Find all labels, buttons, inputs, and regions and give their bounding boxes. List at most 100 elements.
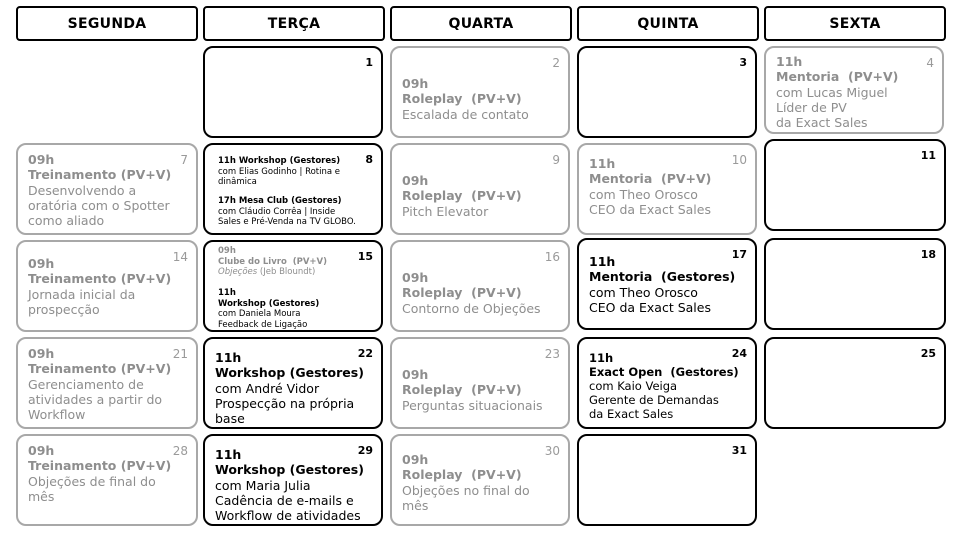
event-title: Mentoria	[589, 269, 653, 285]
event-line: como aliado	[28, 213, 105, 228]
event-line: com Daniela Moura	[218, 309, 301, 320]
event-title: Roleplay	[402, 382, 463, 398]
event-tag: (PV+V)	[660, 171, 712, 187]
event-time: 11h	[776, 54, 803, 69]
day-cell-15[interactable]: 15 09h Clube do Livro (PV+V) Objeções (J…	[203, 240, 383, 332]
day-cell-8[interactable]: 8 11h Workshop (Gestores) com Elias Godi…	[203, 143, 383, 235]
event-line: Prospecção na própria	[215, 395, 355, 411]
day-cell-21[interactable]: 21 09h Treinamento (PV+V) Gerenciamento …	[16, 337, 198, 429]
day-number: 1	[365, 56, 373, 69]
event-line: com Theo Orosco	[589, 186, 698, 202]
event-line: Gerente de Demandas	[589, 393, 719, 408]
event-line: com Lucas Miguel	[776, 84, 888, 100]
day-number: 28	[172, 444, 188, 458]
event-book-author: (Jeb Bloundt)	[257, 267, 316, 278]
event-title: Treinamento	[28, 271, 117, 287]
event-book-club: 09h Clube do Livro (PV+V) Objeções (Jeb …	[218, 246, 371, 278]
day-number: 15	[357, 250, 373, 263]
event-title: 11h Workshop (Gestores)	[218, 156, 341, 166]
event-line: atividades a partir do	[28, 391, 163, 407]
event-tag: (PV+V)	[120, 271, 172, 287]
event: 09h Roleplay (PV+V) Contorno de Objeções	[402, 270, 558, 316]
event-line: prospecção	[28, 301, 100, 317]
event-title: Mentoria	[589, 171, 653, 187]
day-cell-16[interactable]: 16 09h Roleplay (PV+V) Contorno de Objeç…	[390, 240, 570, 332]
event-line: Perguntas situacionais	[402, 397, 543, 413]
day-cell-11[interactable]: 11	[764, 139, 946, 231]
event-time: 11h	[589, 254, 616, 269]
event-line: com Theo Orosco	[589, 284, 698, 300]
event-tag: (PV+V)	[292, 256, 327, 267]
day-cell-7[interactable]: 7 09h Treinamento (PV+V) Desenvolvendo a…	[16, 143, 198, 235]
event-title: Treinamento	[28, 167, 117, 183]
event: 09h Roleplay (PV+V) Pitch Elevator	[402, 173, 558, 219]
event: 11h Mentoria (PV+V) com Lucas Miguel Líd…	[776, 54, 932, 130]
day-number: 30	[544, 444, 560, 458]
day-cell-24[interactable]: 24 11h Exact Open (Gestores) com Kaio Ve…	[577, 337, 757, 429]
event-title: Roleplay	[402, 91, 463, 107]
day-number: 8	[365, 153, 373, 166]
day-cell-4[interactable]: 4 11h Mentoria (PV+V) com Lucas Miguel L…	[764, 46, 944, 134]
event-time: 09h	[28, 256, 55, 271]
day-cell-14[interactable]: 14 09h Treinamento (PV+V) Jornada inicia…	[16, 240, 198, 332]
event-title: Roleplay	[402, 188, 463, 204]
day-number: 23	[544, 347, 560, 361]
header-sexta: SEXTA	[764, 6, 946, 41]
event-title: Workshop	[215, 365, 286, 381]
day-number: 4	[926, 56, 934, 70]
day-number: 14	[172, 250, 188, 264]
event-title: Clube do Livro	[218, 256, 287, 267]
day-cell-30[interactable]: 30 09h Roleplay (PV+V) Objeções no final…	[390, 434, 570, 526]
event-book-title: Objeções	[218, 267, 258, 278]
event-title: 17h Mesa Club (Gestores)	[218, 195, 342, 206]
event-line: Sales e Pré-Venda na TV GLOBO.	[218, 217, 356, 228]
event-title: Mentoria	[776, 69, 840, 85]
header-quarta: QUARTA	[390, 6, 572, 41]
event-line: CEO da Exact Sales	[589, 299, 711, 315]
event-time: 09h	[28, 443, 55, 458]
day-cell-9[interactable]: 9 09h Roleplay (PV+V) Pitch Elevator	[390, 143, 570, 235]
day-cell-10[interactable]: 10 11h Mentoria (PV+V) com Theo Orosco C…	[577, 143, 757, 235]
event: 11h Mentoria (PV+V) com Theo Orosco CEO …	[589, 156, 745, 217]
day-cell-3[interactable]: 3	[577, 46, 757, 138]
day-cell-23[interactable]: 23 09h Roleplay (PV+V) Perguntas situaci…	[390, 337, 570, 429]
event: 09h Roleplay (PV+V) Objeções no final do…	[402, 452, 558, 513]
day-cell-18[interactable]: 18	[764, 238, 946, 330]
day-cell-31[interactable]: 31	[577, 434, 757, 526]
event-line: com Elias Godinho | Rotina e	[218, 166, 341, 177]
event-line: com André Vidor	[215, 380, 320, 396]
event: 09h Treinamento (PV+V) Gerenciamento de …	[28, 346, 186, 422]
event: 09h Roleplay (PV+V) Perguntas situaciona…	[402, 367, 558, 413]
day-cell-17[interactable]: 17 11h Mentoria (Gestores) com Theo Oros…	[577, 238, 757, 330]
event-tag: (PV+V)	[847, 69, 899, 85]
event-time: 09h	[28, 152, 55, 167]
day-cell-28[interactable]: 28 09h Treinamento (PV+V) Objeções de fi…	[16, 434, 198, 526]
day-cell-29[interactable]: 29 11h Workshop (Gestores) com Maria Jul…	[203, 434, 383, 526]
event: 11h Workshop (Gestores) com Maria Julia …	[215, 447, 371, 523]
event-tag: (PV+V)	[120, 458, 172, 474]
event-time: 09h	[402, 367, 429, 382]
event-line: Objeções de final do	[28, 473, 156, 489]
day-number: 18	[920, 248, 936, 261]
event-tag: (Gestores)	[289, 462, 364, 478]
day-cell-1[interactable]: 1	[203, 46, 383, 138]
day-number: 29	[357, 444, 373, 457]
event-line: mês	[28, 488, 55, 504]
event-line: Cadência de e-mails e	[215, 492, 354, 508]
event: 09h Treinamento (PV+V) Objeções de final…	[28, 443, 186, 504]
event-tag: (PV+V)	[120, 167, 172, 183]
event-time: 09h	[402, 76, 429, 91]
event-line: dinâmica	[218, 177, 257, 188]
header-quinta: QUINTA	[577, 6, 759, 41]
event-line: da Exact Sales	[589, 407, 674, 422]
day-number: 10	[731, 153, 747, 167]
event-time: 11h	[215, 350, 242, 365]
day-number: 17	[731, 248, 747, 261]
event-tag: (PV+V)	[471, 467, 522, 483]
day-cell-2[interactable]: 2 09h Roleplay (PV+V) Escalada de contat…	[390, 46, 570, 138]
event: 11h Workshop (Gestores) com Elias Godinh…	[218, 156, 371, 228]
day-cell-22[interactable]: 22 11h Workshop (Gestores) com André Vid…	[203, 337, 383, 429]
day-cell-25[interactable]: 25	[764, 337, 946, 429]
event-line: com Kaio Veiga	[589, 379, 678, 394]
event-line: Escalada de contato	[402, 106, 529, 122]
